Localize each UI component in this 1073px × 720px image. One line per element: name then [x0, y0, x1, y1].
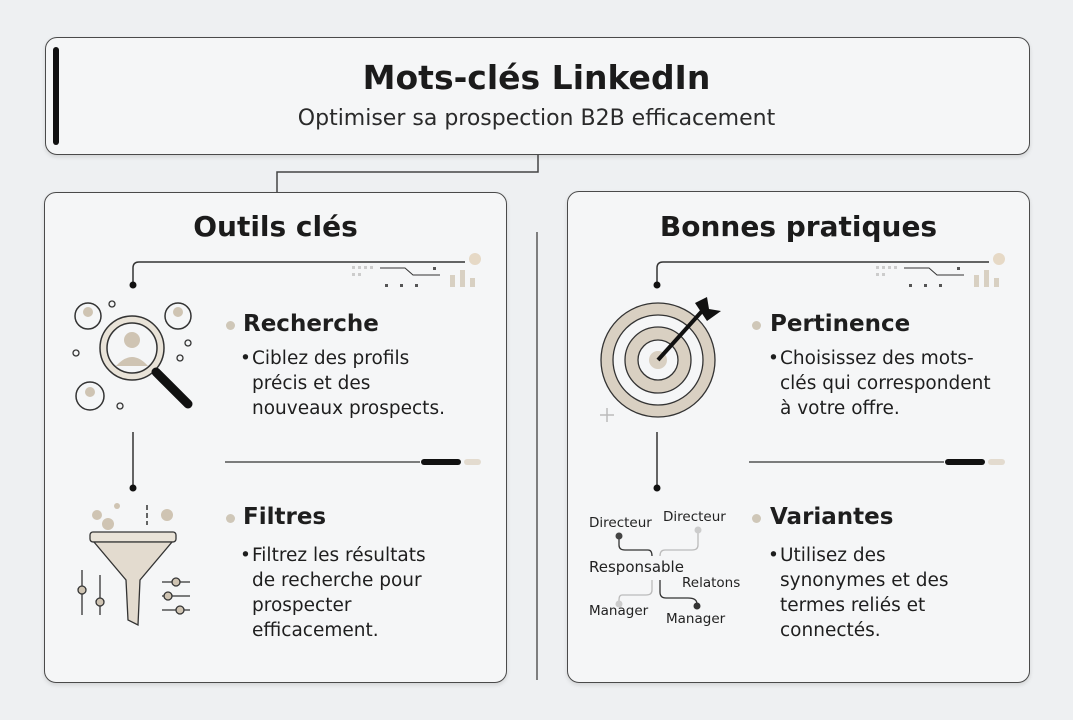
section-title-variantes: Variantes [770, 504, 894, 530]
word-map-term: Responsable [589, 558, 684, 576]
right-panel [567, 191, 1030, 683]
text-line: Utilisez des [780, 545, 886, 566]
bullet-dot [226, 321, 235, 330]
section-text-filtres: •Filtrez les résultats de recherche pour… [240, 545, 426, 641]
bullet-dot [226, 514, 235, 523]
magnifier-people-icon [72, 300, 193, 411]
funnel-icon [77, 503, 190, 627]
section-text-variantes: •Utilisez des synonymes et des termes re… [768, 545, 949, 641]
word-map-term: Relatons [682, 575, 741, 591]
section-title-filtres: Filtres [243, 504, 327, 530]
section-text-pertinence: •Choisissez des mots- clés qui correspon… [768, 348, 991, 419]
text-line: Ciblez des profils [252, 348, 410, 369]
text-line: de recherche pour [252, 570, 422, 591]
word-map-term: Directeur [589, 515, 652, 531]
section-title-pertinence: Pertinence [770, 311, 911, 337]
section-title-recherche: Recherche [243, 311, 379, 337]
target-icon [600, 297, 721, 422]
bullet-dot [752, 321, 761, 330]
word-map-term: Manager [666, 611, 726, 627]
section-text-recherche: •Ciblez des profils précis et des nouvea… [240, 348, 445, 419]
right-panel-title: Bonnes pratiques [659, 210, 938, 243]
text-line: efficacement. [252, 620, 379, 641]
text-line: synonymes et des [780, 570, 949, 591]
page-subtitle: Optimiser sa prospection B2B efficacemen… [297, 106, 776, 131]
text-line: clés qui correspondent [780, 373, 991, 394]
bullet-dot [752, 514, 761, 523]
header-box [45, 37, 1030, 155]
left-panel [44, 192, 507, 683]
text-line: prospecter [252, 595, 352, 616]
page-title: Mots-clés LinkedIn [362, 58, 711, 97]
word-map-term: Directeur [663, 509, 726, 525]
text-line: Filtrez les résultats [252, 545, 426, 566]
text-line: connectés. [780, 620, 881, 641]
text-line: termes reliés et [780, 595, 926, 616]
left-panel-title: Outils clés [193, 210, 358, 243]
text-line: précis et des [252, 373, 371, 394]
text-line: Choisissez des mots- [780, 348, 974, 369]
text-line: nouveaux prospects. [252, 398, 445, 419]
word-map-term: Manager [589, 603, 649, 619]
header-accent-bar [53, 47, 59, 145]
text-line: à votre offre. [780, 398, 900, 419]
